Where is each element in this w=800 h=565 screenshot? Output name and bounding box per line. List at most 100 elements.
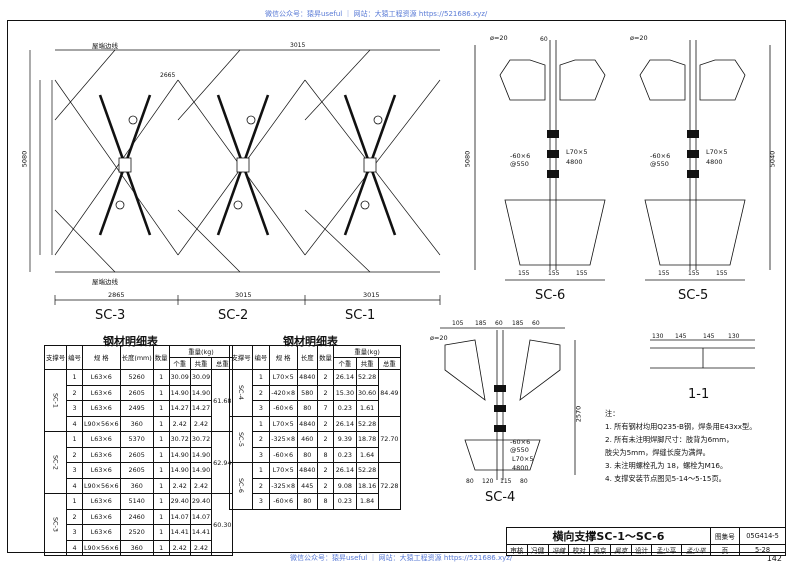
table-cell: 9.08 xyxy=(333,477,357,494)
table-cell: 4840 xyxy=(296,415,318,432)
note-1: 1. 所有钢材均用Q235-B钢，焊条用E43xx型。 xyxy=(605,422,757,431)
drawing-frame xyxy=(7,20,786,553)
designer: 孟少平 xyxy=(651,544,682,556)
section-dim-2: 145 xyxy=(703,333,715,340)
sc4-height: 2570 xyxy=(574,405,583,423)
table-cell: L90×56×6 xyxy=(81,415,121,432)
table-cell: 4 xyxy=(66,415,83,432)
table-cell: L63×6 xyxy=(81,431,121,448)
sc4-dim-top-4: 60 xyxy=(532,320,540,327)
table-cell: 1 xyxy=(152,477,170,494)
member-cell: SC-1 xyxy=(43,369,68,432)
sc4-dim-bot-4: 80 xyxy=(520,478,528,485)
table-cell: 52.28 xyxy=(355,369,379,386)
table-cell: 2 xyxy=(316,462,335,479)
reviewer: 冯健 xyxy=(526,544,549,556)
table-cell: -325×8 xyxy=(268,477,298,494)
table-cell: 3 xyxy=(252,493,270,510)
view-label-sc4: SC-4 xyxy=(485,490,516,505)
table-cell: 445 xyxy=(296,477,318,494)
th-len: 长度 xyxy=(296,345,318,370)
table-cell: 1 xyxy=(152,369,170,386)
table-cell: 2 xyxy=(252,431,270,448)
table-cell: 2 xyxy=(66,446,83,463)
table-cell: -420×8 xyxy=(268,384,298,401)
sc5-angle-len: 4800 xyxy=(706,158,723,166)
table-cell: 52.28 xyxy=(355,462,379,479)
table-cell: 1 xyxy=(66,493,83,510)
table-cell: L70×5 xyxy=(268,369,298,386)
table-cell: 2.42 xyxy=(168,477,191,494)
table-cell: 360 xyxy=(119,415,154,432)
table-cell: 1 xyxy=(152,524,170,541)
table-cell: 2.42 xyxy=(189,415,213,432)
table-cell: 26.14 xyxy=(333,462,357,479)
table-cell: 460 xyxy=(296,431,318,448)
table-cell: 1 xyxy=(152,446,170,463)
table-cell: L63×6 xyxy=(81,446,121,463)
table-cell: 3 xyxy=(252,400,270,417)
table-cell: 14.90 xyxy=(168,384,191,401)
table-cell: 4 xyxy=(66,539,83,556)
table-cell: 0.23 xyxy=(333,493,357,510)
th-single: 个重 xyxy=(333,357,357,370)
table-cell: L63×6 xyxy=(81,462,121,479)
th-qty: 数量 xyxy=(316,345,335,370)
table-cell: 2.42 xyxy=(168,539,191,556)
table-cell: 14.07 xyxy=(168,508,191,525)
view-label-sc2: SC-2 xyxy=(218,308,249,323)
table-cell: 15.30 xyxy=(333,384,357,401)
table-cell: 80 xyxy=(296,446,318,463)
sc5-plate: -60×6 xyxy=(650,152,671,160)
table-cell: 1 xyxy=(152,462,170,479)
table-cell: 1 xyxy=(152,431,170,448)
sc6-dim-1: 155 xyxy=(518,270,530,277)
table-cell: 14.90 xyxy=(189,462,213,479)
th-qty: 数量 xyxy=(152,345,170,370)
sc6-dim-2: 155 xyxy=(548,270,560,277)
dim-2665-top: 2665 xyxy=(160,72,176,79)
table-cell: 30.72 xyxy=(168,431,191,448)
table-cell: -60×6 xyxy=(268,493,298,510)
table-cell: L70×5 xyxy=(268,462,298,479)
member-cell: SC-6 xyxy=(228,462,254,510)
table-cell: 3 xyxy=(66,524,83,541)
table-cell: 2 xyxy=(252,477,270,494)
table-cell: 2605 xyxy=(119,462,154,479)
table-cell: 2520 xyxy=(119,524,154,541)
title-block: 横向支撑SC-1～SC-6 图集号 05G414-5 审核 冯健 冯健 校对 吴… xyxy=(506,527,786,556)
sc4-dim-top-2: 60 xyxy=(495,320,503,327)
th-sum: 总重 xyxy=(377,357,402,370)
notes-label: 注： xyxy=(605,409,620,418)
table-cell: L63×6 xyxy=(81,493,121,510)
sum-cell: 60.30 xyxy=(211,493,234,556)
table-cell: 26.14 xyxy=(333,415,357,432)
sc5-dim-1: 155 xyxy=(658,270,670,277)
designer-signature: 孟少平 xyxy=(680,544,711,556)
section-dim-0: 130 xyxy=(652,333,664,340)
table-left-title: 钢材明细表 xyxy=(103,335,158,348)
table-cell: 360 xyxy=(119,477,154,494)
watermark-bottom: 微信公众号：猿昇useful ｜ 网站：大猿工程资源 https://52168… xyxy=(290,554,513,562)
table-cell: 14.27 xyxy=(168,400,191,417)
th-total: 共重 xyxy=(189,357,213,370)
section-dim-1: 145 xyxy=(675,333,687,340)
section-dim-3: 130 xyxy=(728,333,740,340)
table-cell: 1 xyxy=(152,539,170,556)
watermark-top: 微信公众号：猿昇useful ｜ 网站：大猿工程资源 https://52168… xyxy=(265,10,488,18)
table-cell: 1.84 xyxy=(355,493,379,510)
sc6-angle: L70×5 xyxy=(566,148,588,156)
truss-edge-bottom-label: 屋端边线 xyxy=(92,278,118,286)
member-cell: SC-4 xyxy=(228,369,254,417)
sc6-phi: ø=20 xyxy=(490,34,508,42)
page-no: 5-28 xyxy=(739,544,786,556)
table-cell: -60×6 xyxy=(268,400,298,417)
th-member: 支撑号 xyxy=(43,345,68,370)
sc4-plate-len: @550 xyxy=(510,446,529,454)
